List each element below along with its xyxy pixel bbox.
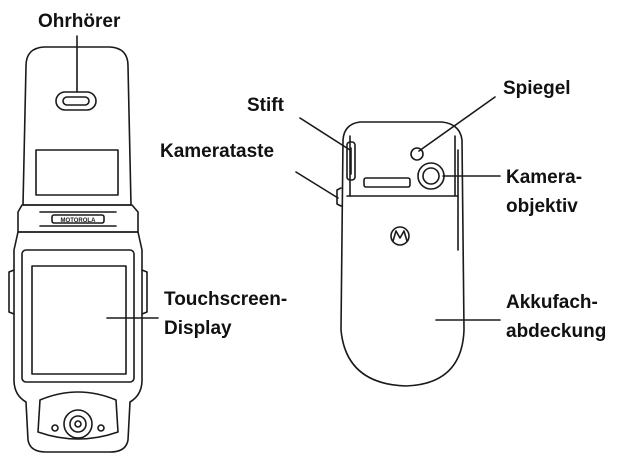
label-camera-lens-line1: Kamera- — [506, 167, 583, 188]
label-camera-lens-line2: objektiv — [506, 196, 578, 217]
callout-camera-key — [295, 171, 339, 199]
label-battery-cover-line2: abdeckung — [506, 321, 607, 342]
camera-lens-icon — [417, 162, 445, 190]
label-mirror: Spiegel — [503, 78, 571, 99]
label-earpiece: Ohrhörer — [38, 11, 121, 32]
nav-key-icon — [63, 409, 93, 439]
stylus-slot — [346, 141, 356, 181]
hinge-logo-text: MOTOROLA — [61, 218, 97, 224]
mirror-icon — [410, 147, 424, 161]
motorola-logo-icon — [390, 226, 410, 246]
outer-display — [35, 149, 119, 196]
label-camera-key: Kamerataste — [160, 141, 275, 162]
label-touchscreen-line1: Touchscreen- — [164, 289, 288, 310]
label-stylus: Stift — [247, 95, 284, 116]
callout-mirror — [418, 96, 496, 152]
phone-base — [13, 231, 143, 453]
callout-stylus — [299, 117, 351, 151]
label-battery-cover-line1: Akkufach- — [506, 292, 598, 313]
flip-lid — [22, 46, 132, 206]
touchscreen-display — [31, 265, 127, 375]
phone-back — [340, 121, 465, 387]
earpiece-icon — [55, 91, 97, 111]
label-touchscreen-line2: Display — [164, 318, 232, 339]
